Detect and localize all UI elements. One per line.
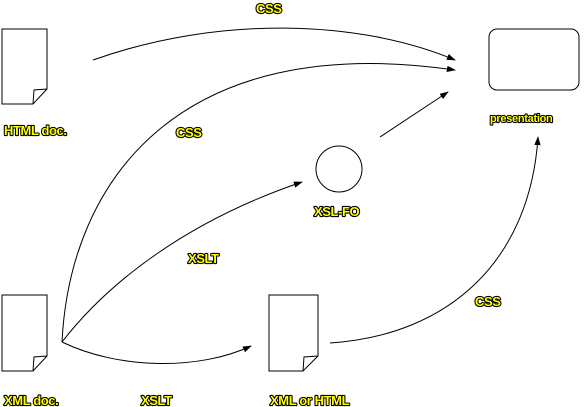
edge-xml-css-presentation <box>61 62 456 343</box>
labels: HTML doc. XML doc. XML or HTML XSL-FO pr… <box>3 0 554 407</box>
document-icon <box>1 28 48 105</box>
xml-doc-label: XML doc. <box>4 393 58 407</box>
edge-label-xslt-fo: XSLT <box>188 251 219 266</box>
html-doc-label: HTML doc. <box>4 123 67 138</box>
edge-label-doc-css: CSS <box>475 294 501 309</box>
xml-or-html-node <box>268 294 319 372</box>
edge-label-xslt-doc: XSLT <box>141 393 172 407</box>
edge-xslfo-presentation <box>379 91 449 138</box>
presentation-label: presentation <box>490 113 553 125</box>
edge-label-xml-css: CSS <box>176 125 202 140</box>
xsl-fo-label: XSL-FO <box>314 204 360 219</box>
xsl-fo-node <box>315 145 363 193</box>
edge-label-html-css: CSS <box>256 1 282 16</box>
xml-doc-node <box>1 294 48 372</box>
edge-xml-xslt-xmlhtml <box>61 341 252 365</box>
document-icon <box>1 294 48 372</box>
edge-xml-xslt-xslfo <box>61 181 303 343</box>
screen-icon <box>488 28 580 91</box>
presentation-node <box>488 28 580 91</box>
html-doc-node <box>1 28 48 105</box>
edges <box>61 27 541 365</box>
circle-icon <box>315 145 363 193</box>
edge-html-css-presentation <box>92 27 456 61</box>
xml-or-html-label: XML or HTML <box>270 393 350 407</box>
document-icon <box>268 294 319 372</box>
edge-xmlhtml-css-presentation <box>329 136 541 344</box>
